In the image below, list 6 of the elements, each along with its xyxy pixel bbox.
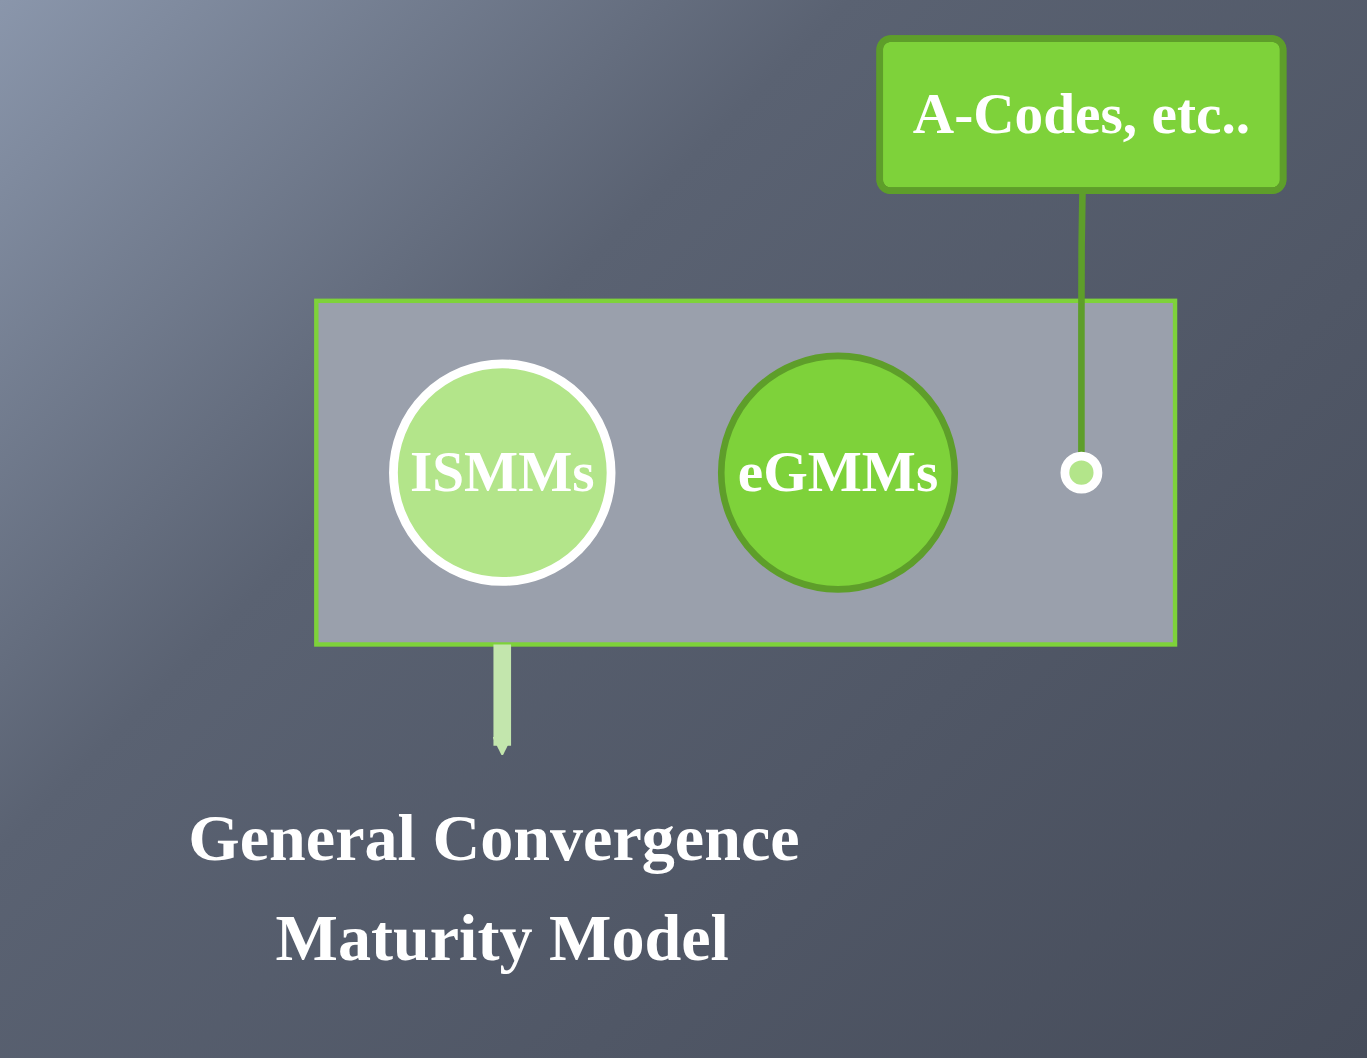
- arrow: [492, 644, 513, 756]
- node-text: General Convergence Maturity Model: [188, 801, 800, 973]
- cluster: [314, 298, 1178, 647]
- node-circle: ISMMs: [389, 359, 616, 587]
- node-circle: [1060, 451, 1103, 494]
- node-circle: eGMMs: [718, 352, 959, 593]
